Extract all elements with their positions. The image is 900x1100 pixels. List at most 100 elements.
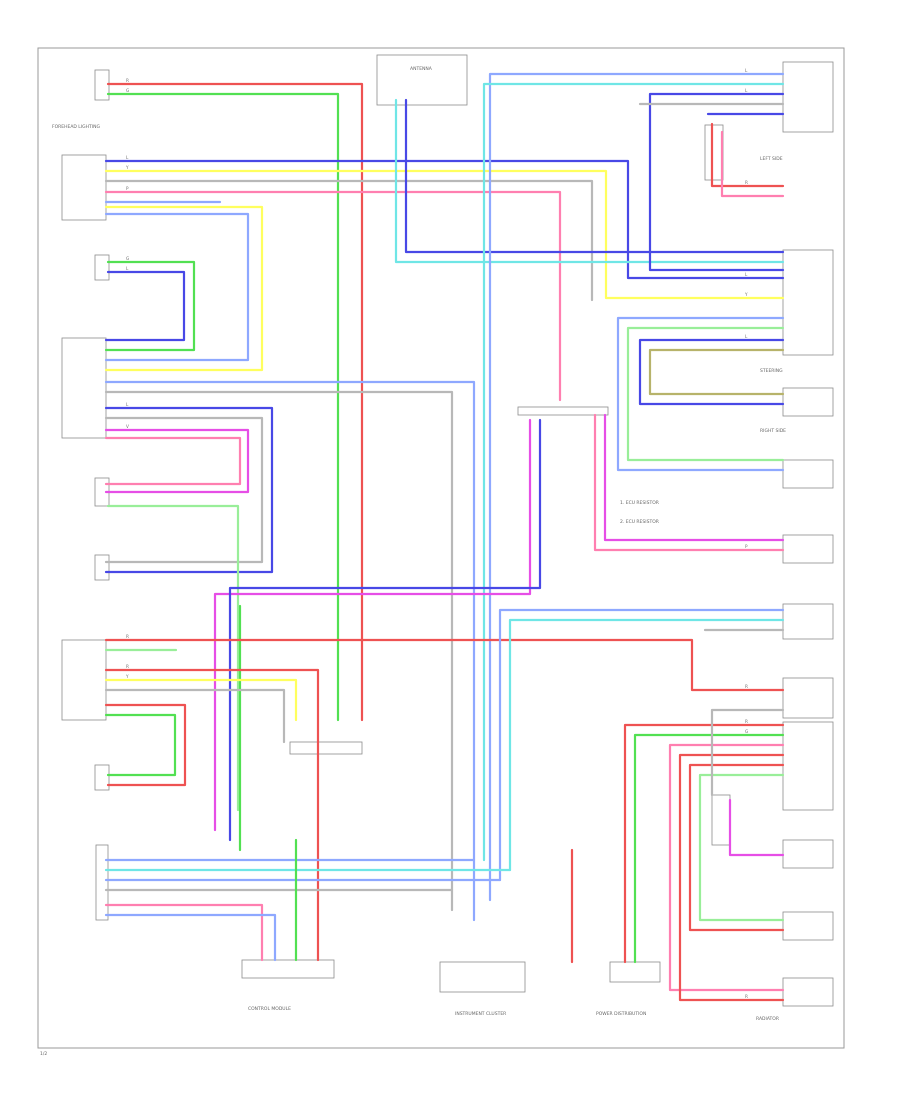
- pin-label: R: [126, 664, 129, 669]
- component-label-radiator: RADIATOR: [756, 1016, 779, 1022]
- wire-magenta-bus: [213, 418, 532, 832]
- wire-gray-br: [710, 708, 785, 797]
- wire-lightgreen-br: [698, 773, 785, 922]
- pin-label: L: [745, 68, 748, 73]
- pin-label: Y: [744, 292, 748, 297]
- wire-pink-bot: [104, 903, 264, 962]
- pin-label: Y: [125, 674, 129, 679]
- wire-blue-bus: [228, 418, 542, 842]
- wire-magenta-right: [603, 413, 785, 542]
- wire-blue-ant: [404, 98, 785, 254]
- connector-box: [782, 459, 834, 489]
- connector-box: [782, 603, 834, 640]
- wire-pink-right: [593, 413, 785, 552]
- wire-red-670: [104, 668, 320, 962]
- connector-box: [782, 387, 834, 417]
- connector-box: [782, 677, 834, 719]
- connector-box: [609, 961, 661, 983]
- wire-green: [106, 92, 340, 722]
- pin-label: L: [126, 402, 129, 407]
- left-connectors: [61, 69, 110, 921]
- wire-gray-418: [104, 416, 264, 564]
- pin-label: L: [126, 266, 129, 271]
- wire-green-br: [633, 733, 785, 964]
- wire-red-top: [710, 122, 785, 188]
- pin-label: V: [126, 424, 129, 429]
- connector-box: [782, 839, 834, 869]
- wire-lightgreen-506: [106, 504, 240, 812]
- pin-label: P: [745, 544, 748, 549]
- component-label-power: POWER DISTRIBUTION: [596, 1011, 646, 1017]
- pin-label: L: [745, 272, 748, 277]
- diagram-frame: [37, 47, 845, 1049]
- connector-box: [782, 721, 834, 811]
- wire-red-br2: [678, 753, 785, 1002]
- pin-label: R: [126, 78, 129, 83]
- bottom-connectors: [241, 406, 661, 993]
- connector-box: [704, 124, 724, 181]
- wire-pink-br: [668, 743, 785, 992]
- connector-box: [782, 977, 834, 1007]
- wire-pink-438: [104, 436, 242, 486]
- wire-olive-mid: [648, 348, 785, 396]
- pin-label: R: [745, 684, 748, 689]
- wire-cyan-620: [508, 618, 785, 872]
- connector-box: [61, 639, 107, 721]
- connector-box: [95, 844, 109, 921]
- connector-box: [61, 337, 107, 439]
- connector-box: [711, 794, 731, 846]
- pin-label: P: [126, 186, 129, 191]
- wire-red-br: [623, 723, 785, 964]
- wire-cyan: [394, 98, 785, 264]
- pin-label: G: [126, 256, 129, 261]
- pin-label: Y: [125, 165, 129, 170]
- wire-magenta-br: [728, 798, 785, 857]
- connector-box: [94, 764, 110, 791]
- wire-blue-408: [104, 406, 274, 574]
- connector-box: [61, 154, 107, 221]
- pin-label: L: [745, 88, 748, 93]
- component-label-top-left: FOREHEAD LIGHTING: [52, 124, 100, 130]
- connector-box: [517, 406, 609, 416]
- page-ref: 1/2: [40, 1051, 47, 1057]
- wire-cyan-top: [482, 82, 785, 862]
- wire-red: [106, 82, 364, 722]
- wire-blue-top: [648, 92, 785, 272]
- wires: [104, 72, 785, 1002]
- connector-box: [94, 254, 110, 281]
- component-label-right-mid-1: STEERING: [760, 368, 783, 374]
- connector-box: [289, 741, 363, 755]
- connector-box: [94, 69, 110, 101]
- wire-blue-loop: [104, 270, 186, 342]
- pin-label: G: [745, 729, 748, 734]
- pin-label: R: [745, 180, 748, 185]
- pin-label: L: [745, 334, 748, 339]
- wire-green-loop2: [104, 713, 177, 777]
- wire-pink: [104, 190, 562, 402]
- wire-lightblue-610: [498, 608, 785, 882]
- connector-box: [782, 911, 834, 941]
- wire-gray-690: [104, 688, 286, 744]
- wire-lightblue-bot3: [104, 913, 277, 962]
- wire-gray-392: [104, 390, 454, 912]
- wire-red-br3: [688, 763, 785, 932]
- pin-label: L: [126, 155, 129, 160]
- wire-lightblue-top: [488, 72, 785, 902]
- wire-lightgreen-mid: [626, 326, 785, 462]
- wire-yellow: [104, 169, 785, 300]
- wire-magenta-430: [104, 428, 250, 494]
- connector-box: [439, 961, 526, 993]
- legend-item-1: 1. ECU RESISTOR: [620, 500, 659, 506]
- component-label-right-top: LEFT SIDE: [760, 156, 783, 162]
- wire-lightblue-mid: [616, 316, 785, 472]
- wire-lightblue-380: [104, 380, 476, 922]
- pin-label: G: [126, 88, 129, 93]
- connector-box: [782, 61, 834, 133]
- component-label-antenna: ANTENNA: [410, 66, 433, 72]
- antenna-box: [376, 54, 468, 106]
- wire-blue: [104, 159, 785, 280]
- wire-lightblue-v: [104, 212, 250, 362]
- pin-label: R: [126, 634, 129, 639]
- wire-green-loop: [104, 260, 196, 352]
